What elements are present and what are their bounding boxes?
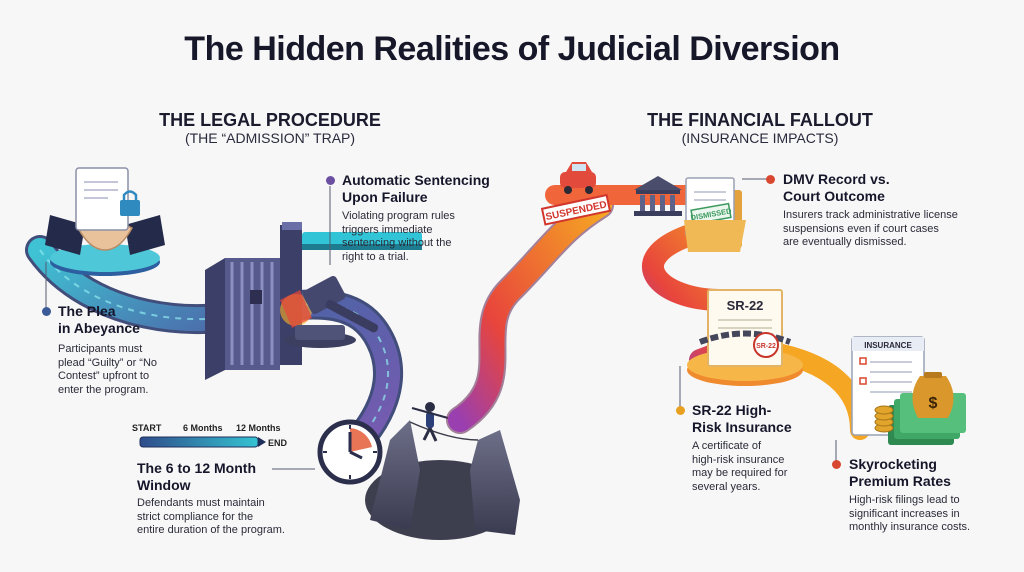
car-icon bbox=[560, 162, 596, 194]
sr22-seal-text: SR-22 bbox=[756, 343, 776, 350]
dmv-description: Insurers track administrative license su… bbox=[783, 209, 958, 248]
left-section-subheading: (THE “ADMISSION” TRAP) bbox=[184, 130, 356, 146]
right-section-subheading: (INSURANCE IMPACTS) bbox=[681, 130, 839, 146]
premium-marker-dot bbox=[832, 460, 841, 469]
plea-marker-dot bbox=[42, 307, 51, 316]
premium-title: Skyrocketing Premium Rates bbox=[849, 456, 951, 489]
jail-gate-icon bbox=[205, 222, 422, 380]
sr22-title-text: SR-22 bbox=[727, 298, 764, 313]
timeline-bar bbox=[139, 436, 266, 448]
dmv-marker-dot bbox=[766, 175, 775, 184]
sr22-marker-dot bbox=[676, 406, 685, 415]
document-lock-icon bbox=[75, 167, 140, 231]
timeline-end-label: END bbox=[268, 438, 288, 448]
money-stack-icon: $ bbox=[874, 372, 966, 445]
sentencing-title: Automatic Sentencing Upon Failure bbox=[342, 172, 490, 205]
dmv-title: DMV Record vs. Court Outcome bbox=[783, 171, 890, 204]
premium-description: High-risk filings lead to significant in… bbox=[849, 494, 971, 533]
right-section-heading: THE FINANCIAL FALLOUT bbox=[647, 110, 873, 130]
plea-title: The Plea in Abeyance bbox=[58, 303, 140, 336]
insurance-header-text: INSURANCE bbox=[864, 341, 912, 350]
dismissed-folder-icon: DISMISSED bbox=[684, 177, 746, 252]
handshake-icon bbox=[45, 215, 165, 276]
sr22-description: A certificate of high-risk insurance may… bbox=[692, 440, 788, 493]
clock-icon bbox=[317, 419, 383, 485]
timeline-six-months-label: 6 Months bbox=[183, 423, 223, 433]
connector-lines bbox=[45, 178, 837, 470]
plea-description: Participants must plead “Guilty” or “No … bbox=[58, 343, 158, 396]
main-title: The Hidden Realities of Judicial Diversi… bbox=[184, 30, 840, 68]
courthouse-icon bbox=[634, 176, 682, 216]
timeline-twelve-months-label: 12 Months bbox=[236, 423, 281, 433]
window-description: Defendants must maintain strict complian… bbox=[137, 497, 285, 536]
timeline-start-label: START bbox=[132, 423, 162, 433]
svg-text:$: $ bbox=[929, 395, 938, 412]
window-title: The 6 to 12 Month Window bbox=[137, 460, 256, 493]
sr22-certificate-icon: SR-22 SR-22 bbox=[687, 289, 803, 386]
gavel-icon bbox=[280, 276, 379, 348]
sentencing-description: Violating program rules triggers immedia… bbox=[342, 210, 455, 263]
cliff-tightrope-scene bbox=[365, 402, 520, 540]
left-section-heading: THE LEGAL PROCEDURE bbox=[159, 110, 381, 130]
sentencing-marker-dot bbox=[326, 176, 335, 185]
sr22-title: SR-22 High- Risk Insurance bbox=[692, 402, 792, 435]
